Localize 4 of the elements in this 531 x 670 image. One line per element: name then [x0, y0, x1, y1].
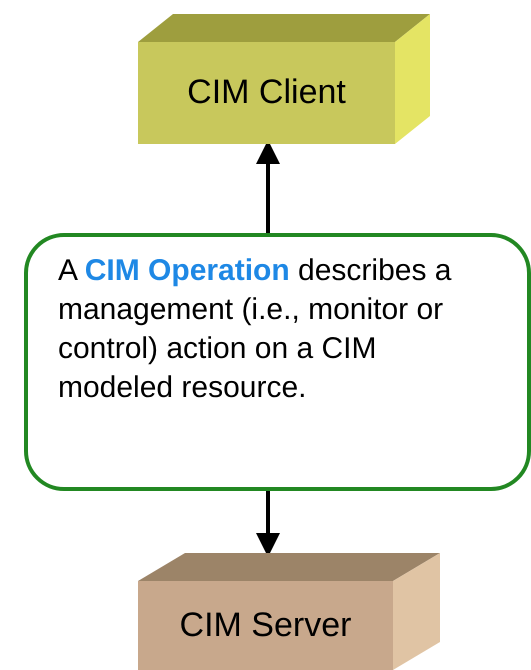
block-label: CIM Client: [186, 73, 347, 112]
block-label: CIM Server: [178, 606, 352, 644]
callout-text: A CIM Operation describes a management (i.e., monitor or control) action on a CIM modeled resource.: [58, 253, 452, 406]
callout-box: [24, 233, 531, 491]
